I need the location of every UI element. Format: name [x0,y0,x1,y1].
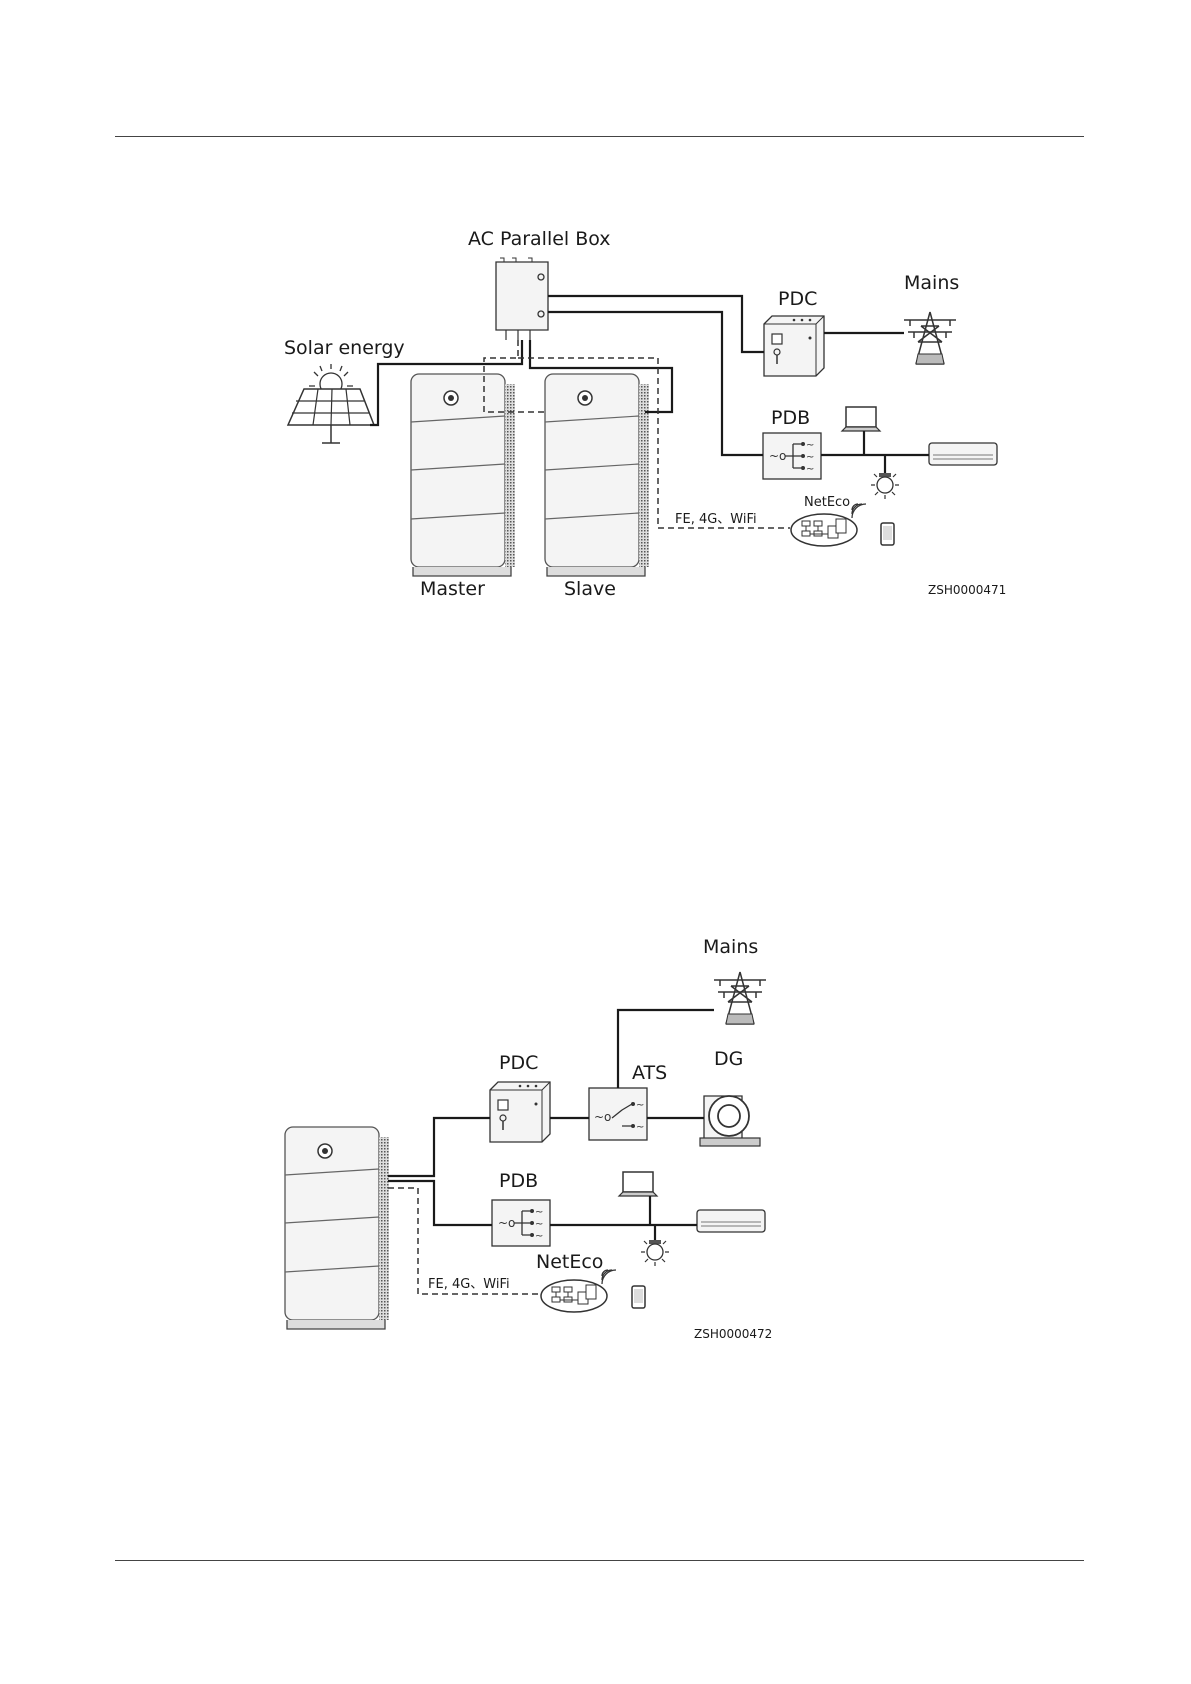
ac-parallel-box-label: AC Parallel Box [468,228,611,250]
air-conditioner-icon [929,443,997,465]
smartphone-icon [632,1286,645,1308]
solar-panel-icon [288,364,374,443]
solar-energy-label: Solar energy [284,337,405,359]
transmission-tower-icon [904,312,956,364]
figure-id-label: ZSH0000471 [928,583,1006,597]
light-bulb-icon [871,473,899,499]
slave-label: Slave [564,578,616,600]
transmission-tower-icon [714,972,766,1024]
figure-id-label: ZSH0000472 [694,1327,772,1341]
pdb-label: PDB [771,407,810,429]
mains-label: Mains [703,936,758,958]
neteco-server-icon [541,1280,607,1312]
comm-label: FE, 4G、WiFi [428,1273,510,1292]
battery-cabinet-icon [411,374,515,576]
battery-cabinet-icon [545,374,649,576]
pdb-label: PDB [499,1170,538,1192]
laptop-icon [842,407,880,431]
neteco-label: NetEco [536,1251,603,1273]
svg-text:~: ~ [636,1100,644,1111]
svg-text:~: ~ [636,1122,644,1133]
ats-icon: ~o ~ ~ [589,1088,647,1140]
pdc-cabinet-icon [764,316,824,376]
pdc-label: PDC [499,1052,538,1074]
neteco-label: NetEco [804,495,850,510]
smartphone-icon [881,523,894,545]
diesel-generator-icon [700,1096,760,1146]
master-label: Master [420,578,485,600]
pdc-label: PDC [778,288,817,310]
air-conditioner-icon [697,1210,765,1232]
battery-cabinet-icon [285,1127,389,1329]
light-bulb-icon [641,1240,669,1266]
ac-parallel-box-icon [496,258,548,340]
figure-2-wiring [388,1010,714,1240]
laptop-icon [619,1172,657,1196]
mains-label: Mains [904,272,959,294]
svg-text:~o: ~o [594,1110,611,1124]
comm-label: FE, 4G、WiFi [675,508,757,527]
wifi-signal-icon [852,504,866,518]
wifi-signal-icon [602,1270,616,1284]
ats-label: ATS [632,1062,667,1084]
pdb-icon [763,433,821,479]
dg-label: DG [714,1048,743,1070]
pdb-icon [492,1200,550,1246]
pdc-cabinet-icon [490,1082,550,1142]
neteco-server-icon [791,514,857,546]
